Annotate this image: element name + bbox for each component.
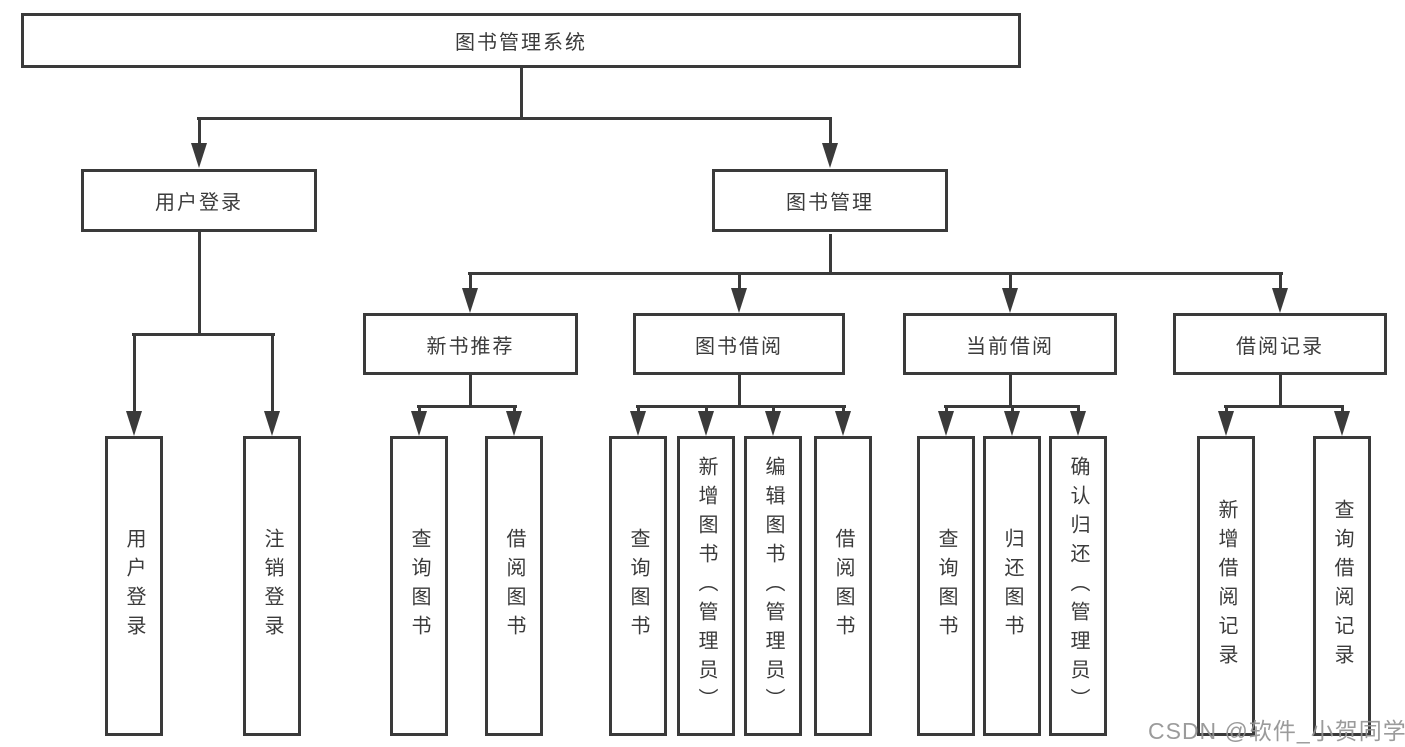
arrow-down-icon bbox=[264, 411, 280, 436]
connector-hline bbox=[636, 405, 846, 408]
connector-vline bbox=[1009, 375, 1012, 408]
connector-vline bbox=[1009, 274, 1012, 291]
node-borrow-records: 借阅记录 bbox=[1173, 313, 1387, 375]
leaf-query-borrow-record: 查询借阅记录 bbox=[1313, 436, 1371, 736]
arrow-down-icon bbox=[1004, 411, 1020, 436]
connector-vline bbox=[1279, 274, 1282, 291]
leaf-borrow-books-recommend-label: 借阅图书 bbox=[503, 528, 525, 644]
leaf-borrow-books-label: 借阅图书 bbox=[832, 528, 854, 644]
node-book-borrow-label: 图书借阅 bbox=[695, 335, 783, 358]
arrow-down-icon bbox=[411, 411, 427, 436]
node-book-borrow: 图书借阅 bbox=[633, 313, 845, 375]
connector-vline bbox=[738, 274, 741, 291]
arrow-down-icon bbox=[835, 411, 851, 436]
arrow-down-icon bbox=[1002, 288, 1018, 313]
connector-vline bbox=[198, 232, 201, 335]
leaf-query-books-current: 查询图书 bbox=[917, 436, 975, 736]
arrow-down-icon bbox=[1272, 288, 1288, 313]
arrow-down-icon bbox=[191, 143, 207, 168]
arrow-down-icon bbox=[506, 411, 522, 436]
connector-hline bbox=[1224, 405, 1344, 408]
arrow-down-icon bbox=[1218, 411, 1234, 436]
connector-vline bbox=[469, 274, 472, 291]
connector-hline bbox=[132, 333, 275, 336]
leaf-user-login-label: 用户登录 bbox=[123, 528, 145, 644]
node-current-borrow: 当前借阅 bbox=[903, 313, 1117, 375]
node-book-management-label: 图书管理 bbox=[786, 192, 874, 214]
connector-vline bbox=[198, 119, 201, 146]
arrow-down-icon bbox=[1070, 411, 1086, 436]
leaf-add-borrow-record: 新增借阅记录 bbox=[1197, 436, 1255, 736]
connector-hline bbox=[468, 272, 1283, 275]
arrow-down-icon bbox=[731, 288, 747, 313]
leaf-add-books-admin-label: 新增图书（管理员） bbox=[695, 455, 717, 717]
node-library-system-label: 图书管理系统 bbox=[455, 32, 587, 54]
node-user-login: 用户登录 bbox=[81, 169, 317, 232]
leaf-return-books-label: 归还图书 bbox=[1001, 528, 1023, 644]
arrow-down-icon bbox=[630, 411, 646, 436]
arrow-down-icon bbox=[765, 411, 781, 436]
node-new-book-recommend: 新书推荐 bbox=[363, 313, 578, 375]
leaf-query-borrow-record-label: 查询借阅记录 bbox=[1331, 499, 1353, 673]
arrow-down-icon bbox=[1334, 411, 1350, 436]
connector-vline bbox=[829, 234, 832, 274]
connector-vline bbox=[271, 335, 274, 415]
connector-vline bbox=[469, 375, 472, 408]
leaf-edit-books-admin-label: 编辑图书（管理员） bbox=[762, 455, 784, 717]
connector-hline bbox=[944, 405, 1080, 408]
arrow-down-icon bbox=[822, 143, 838, 168]
node-borrow-records-label: 借阅记录 bbox=[1236, 335, 1324, 358]
leaf-logout-label: 注销登录 bbox=[261, 528, 283, 644]
node-current-borrow-label: 当前借阅 bbox=[966, 335, 1054, 358]
leaf-confirm-return-admin: 确认归还（管理员） bbox=[1049, 436, 1107, 736]
connector-vline bbox=[829, 119, 832, 146]
leaf-query-books-recommend-label: 查询图书 bbox=[408, 528, 430, 644]
leaf-borrow-books-recommend: 借阅图书 bbox=[485, 436, 543, 736]
arrow-down-icon bbox=[462, 288, 478, 313]
csdn-watermark: CSDN @软件_小贺同学 bbox=[1148, 718, 1405, 744]
leaf-confirm-return-admin-label: 确认归还（管理员） bbox=[1067, 455, 1089, 717]
leaf-user-login: 用户登录 bbox=[105, 436, 163, 736]
leaf-add-books-admin: 新增图书（管理员） bbox=[677, 436, 735, 736]
arrow-down-icon bbox=[938, 411, 954, 436]
leaf-query-books-recommend: 查询图书 bbox=[390, 436, 448, 736]
arrow-down-icon bbox=[698, 411, 714, 436]
node-library-system: 图书管理系统 bbox=[21, 13, 1021, 68]
connector-vline bbox=[520, 68, 523, 119]
connector-vline bbox=[738, 375, 741, 408]
node-book-management: 图书管理 bbox=[712, 169, 948, 232]
leaf-return-books: 归还图书 bbox=[983, 436, 1041, 736]
leaf-query-books-current-label: 查询图书 bbox=[935, 528, 957, 644]
leaf-query-books-borrow-label: 查询图书 bbox=[627, 528, 649, 644]
leaf-add-borrow-record-label: 新增借阅记录 bbox=[1215, 499, 1237, 673]
connector-vline bbox=[1279, 375, 1282, 408]
leaf-borrow-books: 借阅图书 bbox=[814, 436, 872, 736]
leaf-logout: 注销登录 bbox=[243, 436, 301, 736]
connector-vline bbox=[133, 335, 136, 415]
leaf-edit-books-admin: 编辑图书（管理员） bbox=[744, 436, 802, 736]
connector-hline bbox=[197, 117, 832, 120]
leaf-query-books-borrow: 查询图书 bbox=[609, 436, 667, 736]
arrow-down-icon bbox=[126, 411, 142, 436]
connector-hline bbox=[417, 405, 517, 408]
node-new-book-recommend-label: 新书推荐 bbox=[426, 335, 515, 358]
node-user-login-label: 用户登录 bbox=[155, 192, 243, 214]
